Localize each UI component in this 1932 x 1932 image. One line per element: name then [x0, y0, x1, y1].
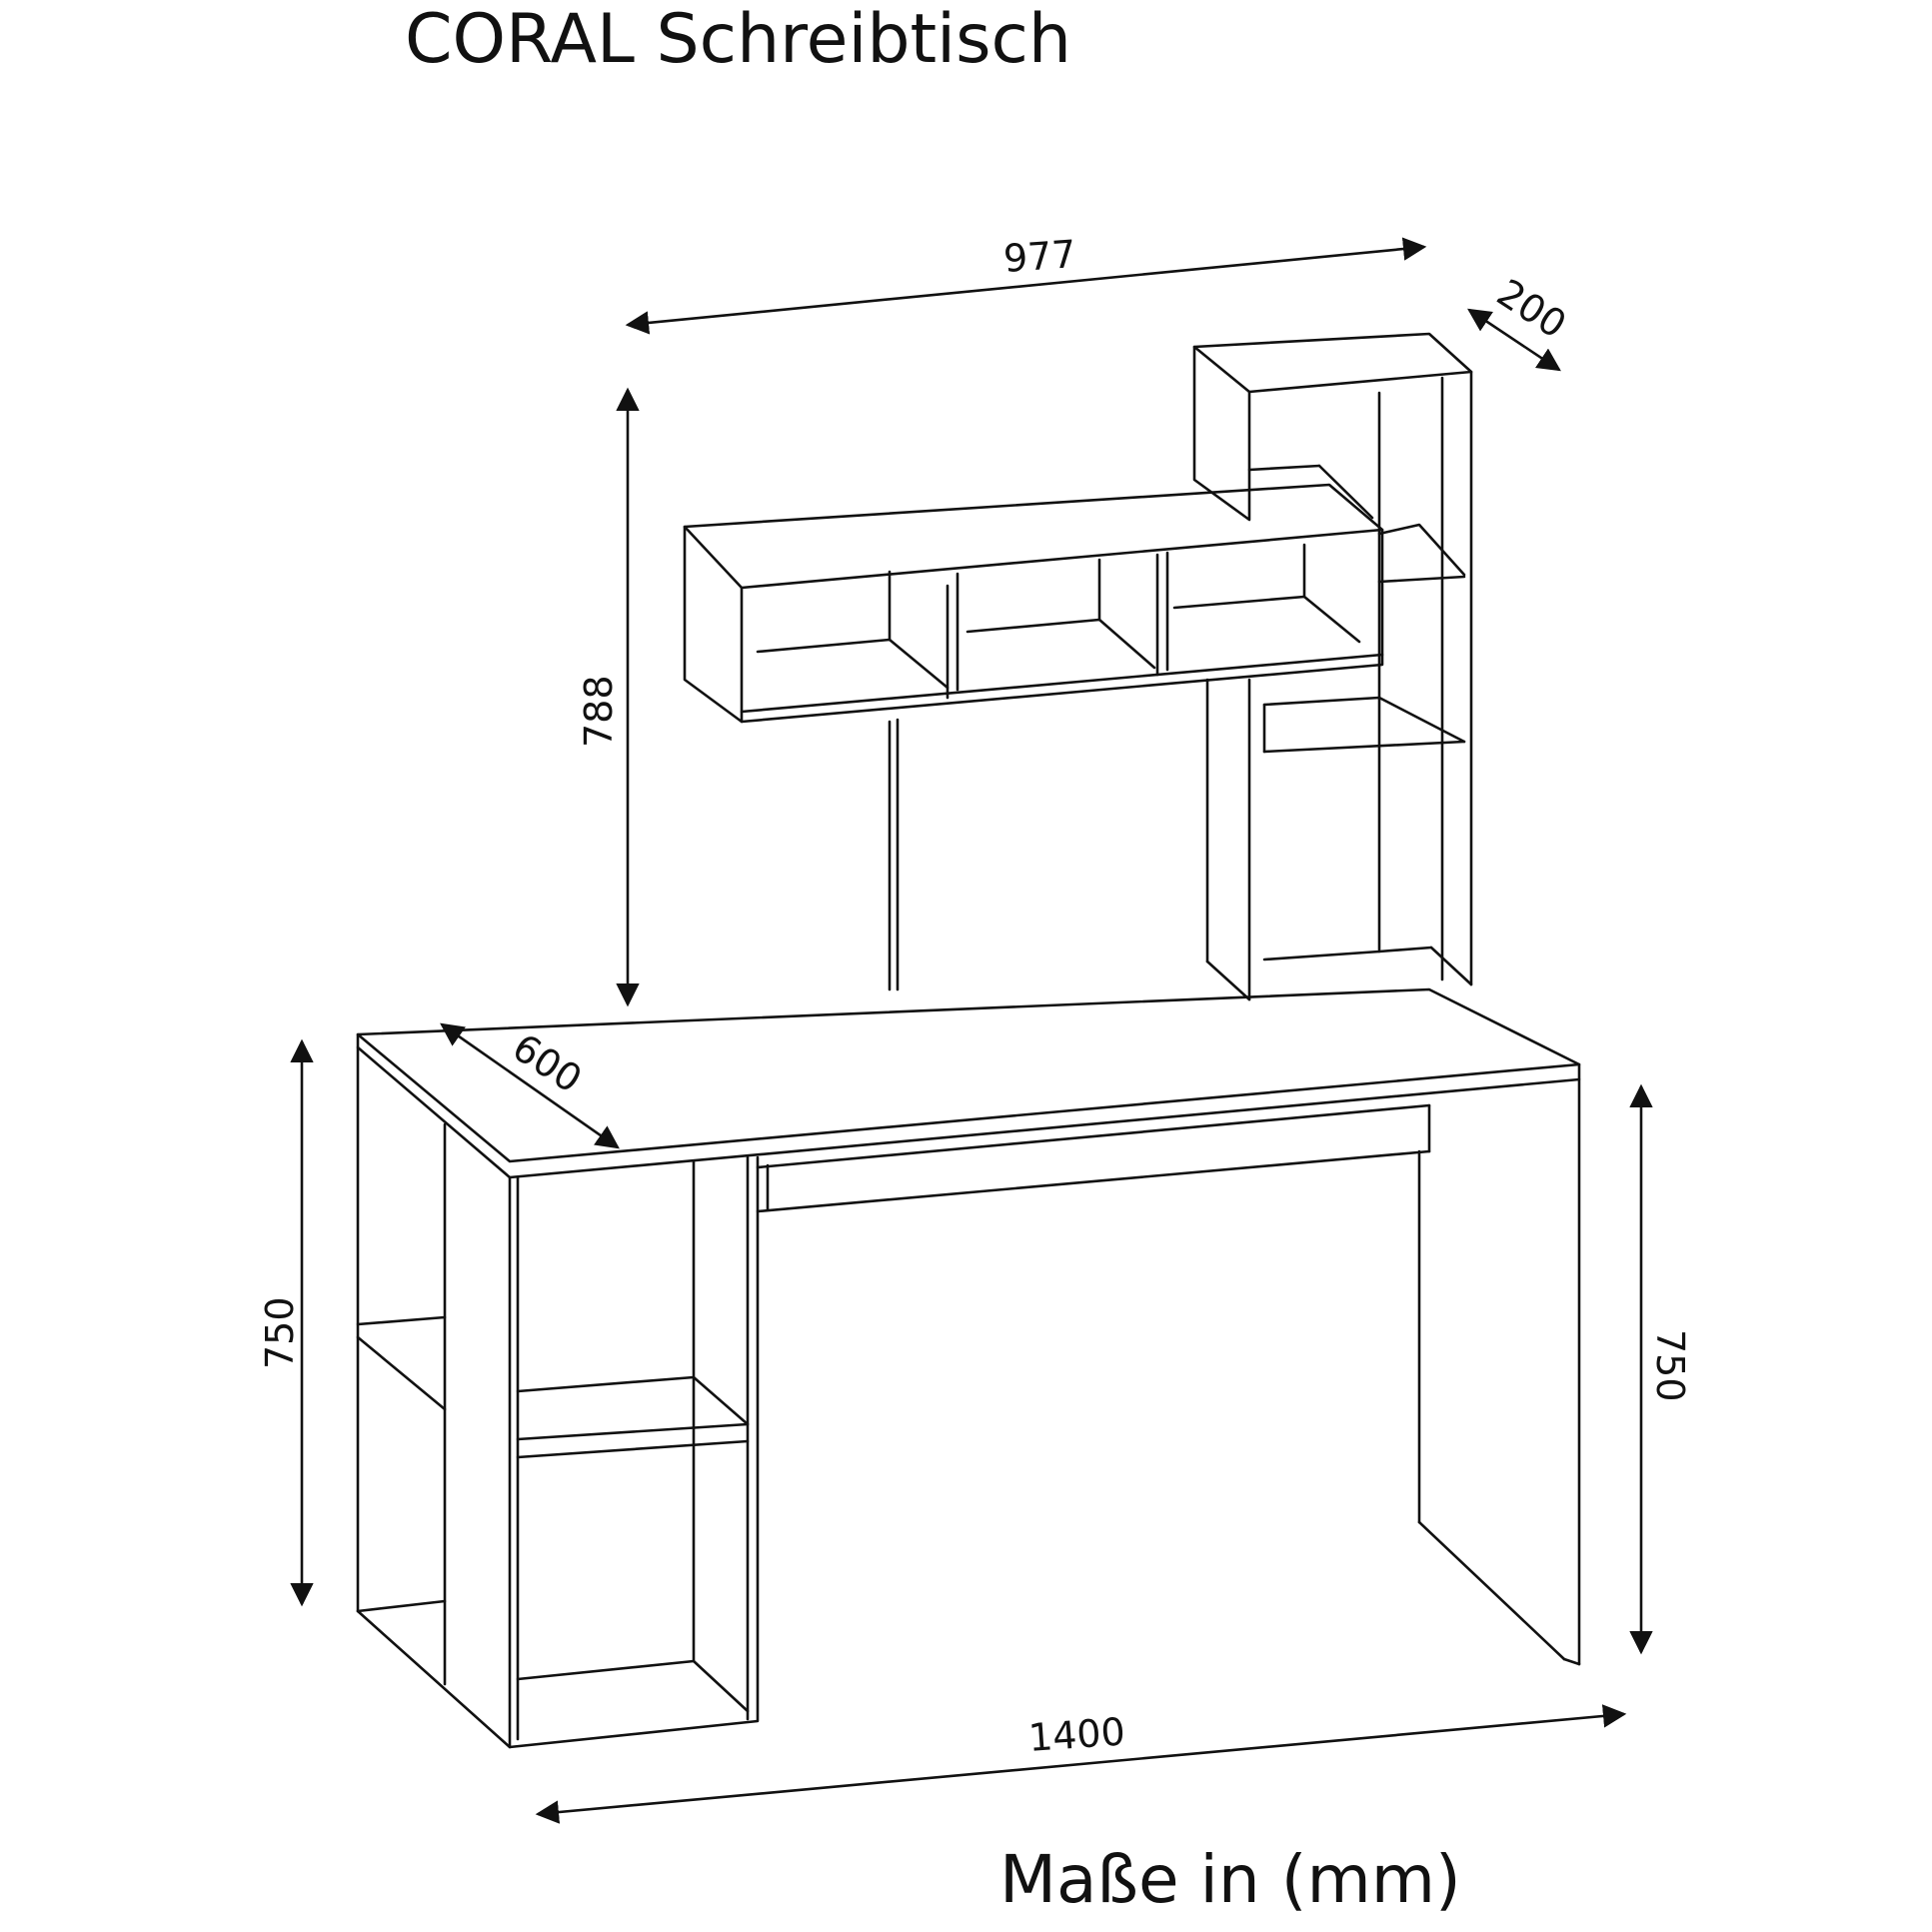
dim-line-200 [1467, 308, 1561, 372]
dim-label-desk-depth: 600 [505, 1025, 590, 1101]
left-storage-unit [356, 1045, 760, 1749]
page-title: CORAL Schreibtisch [405, 0, 1071, 79]
dim-label-desk-width: 1400 [1027, 1709, 1127, 1760]
hutch-tower [1192, 332, 1473, 1001]
dim-label-shelf-width: 977 [1002, 232, 1077, 281]
units-note: Maße in (mm) [999, 1841, 1461, 1918]
dim-line-977 [625, 237, 1427, 335]
dim-line-600 [440, 1022, 620, 1149]
hutch-shelf [683, 483, 1384, 724]
dimension-lines [290, 237, 1653, 1824]
dim-label-hutch-height: 788 [577, 675, 621, 748]
dim-label-desk-height-left: 750 [258, 1296, 302, 1369]
hutch-supports [888, 718, 900, 991]
dim-label-desk-height-right: 750 [1648, 1329, 1692, 1402]
dim-line-1400 [535, 1704, 1627, 1824]
desk-rail-and-leg [756, 1077, 1581, 1666]
dim-label-shelf-depth: 200 [1489, 271, 1574, 347]
